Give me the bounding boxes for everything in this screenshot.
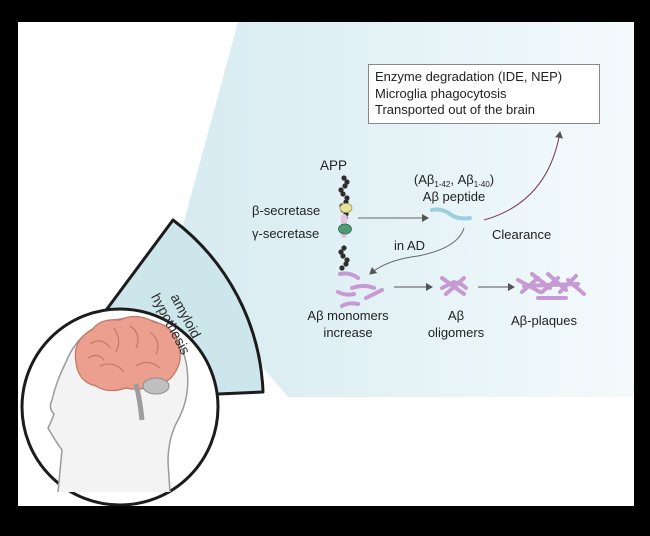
- clearance-label: Clearance: [492, 227, 552, 242]
- clearance-arrow: [483, 131, 563, 221]
- plaques-icon: [516, 272, 586, 300]
- in-ad-arrow: [369, 227, 465, 275]
- peptide-label: Aβ peptide: [422, 189, 486, 204]
- beta-secretase-label: β-secretase: [252, 203, 321, 218]
- peptide-variants-label: (Aβ1-42, Aβ1-40): [413, 172, 495, 189]
- brain-icon: [74, 315, 181, 421]
- clearance-route: Microglia phagocytosis: [375, 85, 507, 101]
- peptide-icon: [430, 207, 472, 221]
- clearance-route: Transported out of the brain: [375, 102, 535, 117]
- diagram-panel: amyloid hypothesis APP β-secretase γ-sec…: [18, 22, 634, 506]
- oligomers-icon: [440, 276, 468, 296]
- beta-secretase-icon: [339, 202, 353, 213]
- in-ad-label: in AD: [394, 238, 426, 253]
- monomers-icon: [336, 271, 384, 308]
- stage-oligomers-label: Aβ oligomers: [427, 308, 485, 340]
- app-label: APP: [320, 158, 348, 173]
- clearance-route: Enzyme degradation (IDE, NEP): [375, 69, 563, 84]
- stage-plaques-label: Aβ-plaques: [510, 313, 578, 328]
- stage-monomers-label: Aβ monomers increase: [307, 308, 389, 340]
- gamma-secretase-label: γ-secretase: [252, 226, 320, 241]
- clearance-routes-box: Enzyme degradation (IDE, NEP) Microglia …: [368, 64, 600, 124]
- gamma-secretase-icon: [338, 223, 352, 235]
